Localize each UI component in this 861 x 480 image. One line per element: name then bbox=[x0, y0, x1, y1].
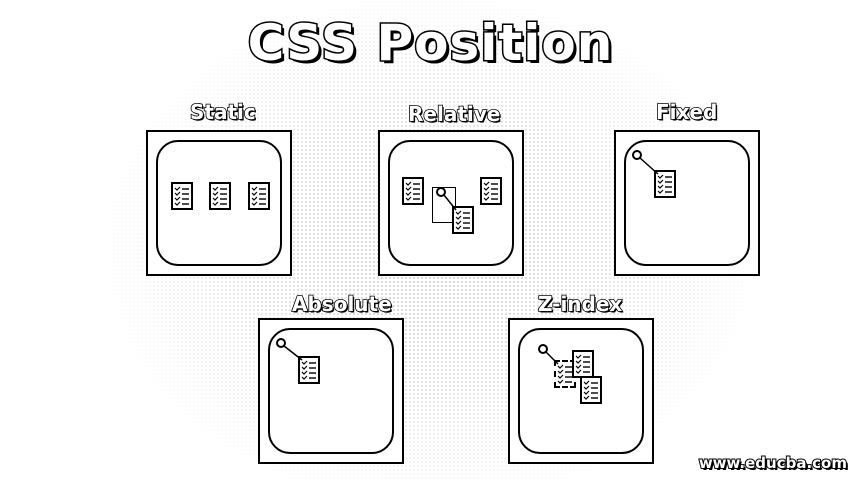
fixed-label: Fixed bbox=[655, 99, 718, 125]
checklist-document-icon bbox=[572, 350, 594, 378]
checklist-document-icon bbox=[480, 177, 502, 205]
anchor-circle-icon bbox=[276, 338, 286, 348]
relative-viewport bbox=[388, 140, 514, 266]
fixed-viewport bbox=[624, 140, 750, 266]
anchor-circle-icon bbox=[436, 187, 446, 197]
checklist-document-icon bbox=[248, 182, 270, 210]
checklist-document-icon bbox=[209, 182, 231, 210]
checklist-document-icon bbox=[298, 356, 320, 384]
checklist-document-icon bbox=[554, 360, 576, 388]
anchor-circle-icon bbox=[632, 150, 642, 160]
zindex-viewport bbox=[518, 328, 644, 454]
watermark: www.educba.com bbox=[698, 453, 848, 473]
checklist-document-icon bbox=[171, 182, 193, 210]
checklist-document-icon bbox=[654, 170, 676, 198]
absolute-label: Absolute bbox=[291, 291, 392, 317]
relative-label: Relative bbox=[407, 101, 501, 127]
checklist-document-icon bbox=[452, 206, 474, 234]
static-label: Static bbox=[189, 99, 256, 125]
anchor-circle-icon bbox=[538, 344, 548, 354]
checklist-document-icon bbox=[402, 177, 424, 205]
page-title: CSS Position bbox=[246, 13, 614, 74]
absolute-viewport bbox=[268, 328, 394, 454]
static-viewport bbox=[156, 140, 282, 266]
absolute-panel bbox=[258, 318, 404, 464]
fixed-panel bbox=[614, 130, 760, 276]
zindex-label: Z-index bbox=[537, 291, 623, 317]
zindex-panel bbox=[508, 318, 654, 464]
checklist-document-icon bbox=[580, 376, 602, 404]
static-panel bbox=[146, 130, 292, 276]
